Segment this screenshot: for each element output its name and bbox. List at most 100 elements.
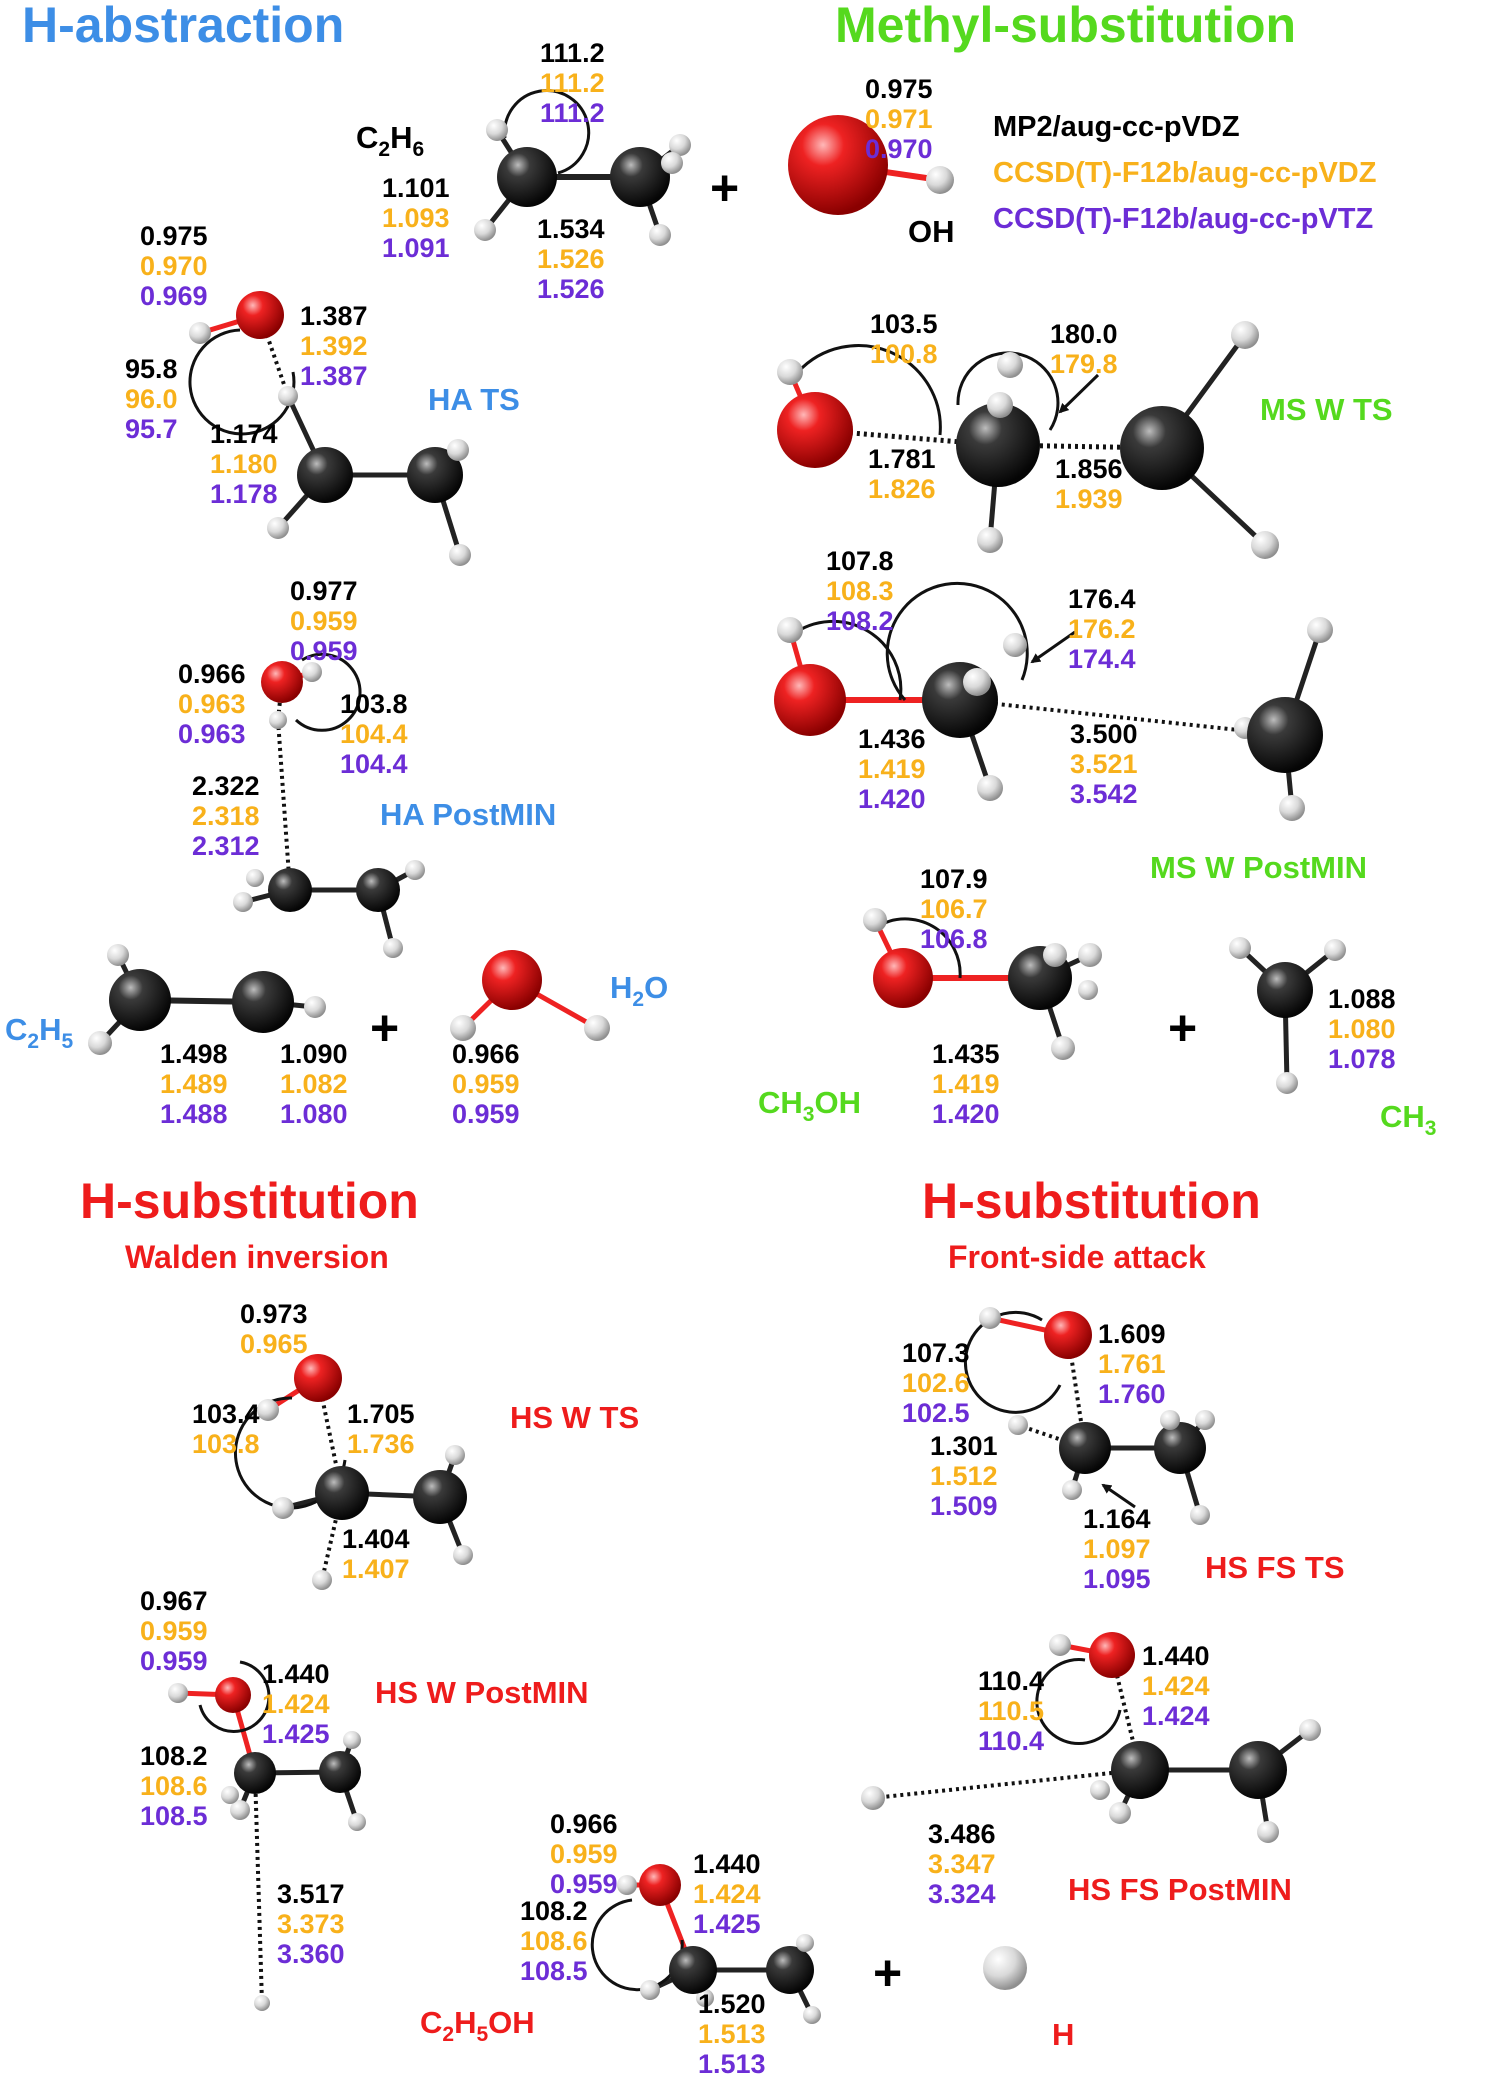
- svg-text:1.404: 1.404: [342, 1524, 410, 1554]
- svg-text:1.180: 1.180: [210, 449, 278, 479]
- svg-text:0.965: 0.965: [240, 1329, 308, 1359]
- svg-text:1.090: 1.090: [280, 1039, 348, 1069]
- molecule-hs-w-postmin: [168, 1660, 366, 2011]
- label-c2h5oh: C2H5OH: [420, 2005, 535, 2046]
- svg-text:0.977: 0.977: [290, 576, 358, 606]
- svg-text:108.6: 108.6: [520, 1926, 588, 1956]
- svg-text:1.440: 1.440: [1142, 1641, 1210, 1671]
- svg-text:1.078: 1.078: [1328, 1044, 1396, 1074]
- svg-text:1.093: 1.093: [382, 203, 450, 233]
- values-hs-w-ts-oh: 0.973 0.965: [240, 1299, 308, 1359]
- values-hs-fs-postmin-ch: 3.486 3.347 3.324: [928, 1819, 996, 1909]
- plus-sign-4: +: [873, 1945, 902, 2001]
- legend-method-ccsdt-dz: CCSD(T)-F12b/aug-cc-pVDZ: [993, 157, 1376, 189]
- values-ms-w-ts-angle1: 103.5 100.8: [870, 309, 938, 369]
- values-hs-w-ts-angle: 103.4 103.8: [192, 1399, 260, 1459]
- svg-text:1.424: 1.424: [1142, 1671, 1210, 1701]
- svg-text:110.5: 110.5: [978, 1696, 1044, 1726]
- svg-text:100.8: 100.8: [870, 339, 938, 369]
- svg-text:1.419: 1.419: [858, 754, 926, 784]
- values-hs-w-postmin-oh: 0.967 0.959 0.959: [140, 1586, 208, 1676]
- label-ha-postmin: HA PostMIN: [380, 797, 556, 832]
- svg-text:96.0: 96.0: [125, 384, 178, 414]
- svg-text:104.4: 104.4: [340, 719, 408, 749]
- legend-method-ccsdt-tz: CCSD(T)-F12b/aug-cc-pVTZ: [993, 203, 1373, 235]
- label-c2h6: C2H6: [356, 120, 424, 161]
- header-h-substitution-frontside: H-substitution: [922, 1173, 1261, 1229]
- svg-text:1.609: 1.609: [1098, 1319, 1166, 1349]
- svg-text:111.2: 111.2: [540, 68, 605, 98]
- svg-text:108.6: 108.6: [140, 1771, 208, 1801]
- svg-text:1.101: 1.101: [382, 173, 450, 203]
- svg-text:0.967: 0.967: [140, 1586, 208, 1616]
- svg-text:1.164: 1.164: [1083, 1504, 1151, 1534]
- svg-text:1.174: 1.174: [210, 419, 278, 449]
- values-ch3oh-oc: 1.435 1.419 1.420: [932, 1039, 1000, 1129]
- svg-text:3.500: 3.500: [1070, 719, 1138, 749]
- svg-text:1.436: 1.436: [858, 724, 926, 754]
- molecule-ms-w-postmin: [774, 581, 1333, 821]
- svg-text:2.312: 2.312: [192, 831, 260, 861]
- svg-text:110.4: 110.4: [978, 1726, 1044, 1756]
- molecule-hs-w-ts: [234, 1354, 473, 1590]
- svg-text:106.7: 106.7: [920, 894, 988, 924]
- values-ha-postmin-oh-left: 0.966 0.963 0.963: [178, 659, 246, 749]
- svg-text:107.9: 107.9: [920, 864, 988, 894]
- svg-text:1.435: 1.435: [932, 1039, 1000, 1069]
- values-ha-postmin-angle: 103.8 104.4 104.4: [340, 689, 408, 779]
- svg-text:1.736: 1.736: [347, 1429, 415, 1459]
- svg-text:2.322: 2.322: [192, 771, 260, 801]
- values-c2h6-ch: 1.101 1.093 1.091: [382, 173, 450, 263]
- svg-text:1.392: 1.392: [300, 331, 368, 361]
- svg-text:108.2: 108.2: [520, 1896, 588, 1926]
- label-ch3: CH3: [1380, 1099, 1436, 1140]
- svg-text:1.513: 1.513: [698, 2049, 766, 2079]
- svg-text:102.5: 102.5: [902, 1398, 970, 1428]
- svg-text:1.080: 1.080: [280, 1099, 348, 1129]
- hydrogen-atom: [983, 1946, 1027, 1990]
- molecule-c2h5oh: [590, 1864, 821, 2024]
- svg-text:1.513: 1.513: [698, 2019, 766, 2049]
- molecule-hs-fs-ts: [963, 1307, 1215, 1525]
- svg-text:108.2: 108.2: [140, 1741, 208, 1771]
- svg-text:0.973: 0.973: [240, 1299, 308, 1329]
- svg-text:0.963: 0.963: [178, 689, 246, 719]
- svg-text:1.387: 1.387: [300, 361, 368, 391]
- subheader-front-side-attack: Front-side attack: [948, 1239, 1206, 1275]
- molecule-ha-ts: [188, 291, 471, 566]
- header-methyl-substitution: Methyl-substitution: [835, 0, 1296, 53]
- svg-text:1.178: 1.178: [210, 479, 278, 509]
- svg-text:0.959: 0.959: [290, 636, 358, 666]
- values-c2h5oh-cc: 1.520 1.513 1.513: [698, 1989, 766, 2079]
- values-ms-w-postmin-cc: 3.500 3.521 3.542: [1070, 719, 1138, 809]
- svg-text:3.486: 3.486: [928, 1819, 996, 1849]
- values-hs-fs-postmin-oc: 1.440 1.424 1.424: [1142, 1641, 1210, 1731]
- svg-text:3.521: 3.521: [1070, 749, 1138, 779]
- svg-text:3.542: 3.542: [1070, 779, 1138, 809]
- molecule-ch3: [1229, 937, 1346, 1094]
- values-ms-w-postmin-oc: 1.436 1.419 1.420: [858, 724, 926, 814]
- svg-text:174.4: 174.4: [1068, 644, 1136, 674]
- svg-text:1.425: 1.425: [262, 1719, 330, 1749]
- svg-text:1.424: 1.424: [1142, 1701, 1210, 1731]
- molecule-h2o: [450, 950, 610, 1041]
- svg-text:1.760: 1.760: [1098, 1379, 1166, 1409]
- svg-text:179.8: 179.8: [1050, 349, 1118, 379]
- svg-text:0.959: 0.959: [452, 1069, 520, 1099]
- molecule-c2h6: [474, 89, 691, 246]
- svg-text:1.091: 1.091: [382, 233, 450, 263]
- svg-text:1.526: 1.526: [537, 274, 605, 304]
- svg-text:106.8: 106.8: [920, 924, 988, 954]
- values-c2h6-angle: 111.2 111.2 111.2: [540, 38, 605, 128]
- svg-text:0.959: 0.959: [290, 606, 358, 636]
- svg-text:0.966: 0.966: [178, 659, 246, 689]
- svg-text:1.520: 1.520: [698, 1989, 766, 2019]
- svg-text:1.781: 1.781: [868, 444, 936, 474]
- values-hs-fs-postmin-angle: 110.4 110.5 110.4: [978, 1666, 1044, 1756]
- values-ms-w-ts-angle2: 180.0 179.8: [1050, 319, 1118, 379]
- values-hs-w-ts-oc: 1.705 1.736: [347, 1399, 415, 1459]
- svg-text:0.959: 0.959: [140, 1646, 208, 1676]
- values-ha-ts-oh2: 1.387 1.392 1.387: [300, 301, 368, 391]
- svg-text:2.318: 2.318: [192, 801, 260, 831]
